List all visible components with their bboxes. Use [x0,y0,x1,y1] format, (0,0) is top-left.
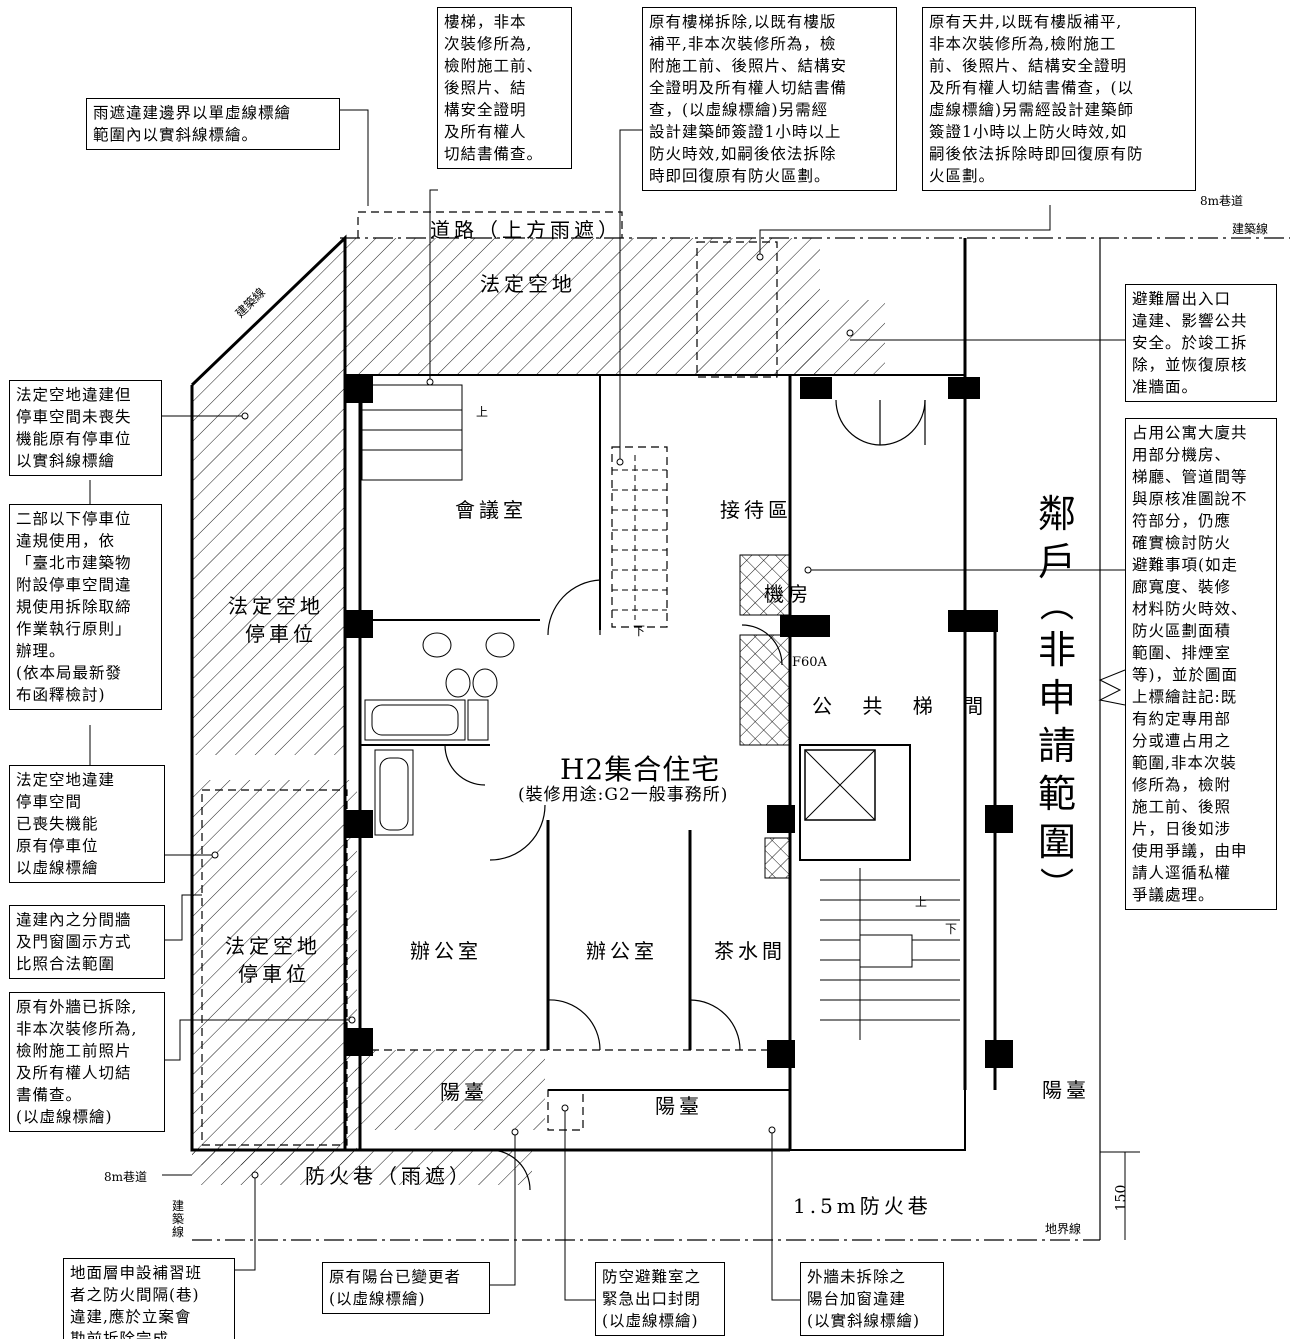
bathroom-fixtures [364,632,515,836]
elevator-car [804,749,876,821]
main-use-title: H2集合住宅 [560,753,721,786]
room-fire-alley-15: 1.5m防火巷 [793,1194,932,1218]
note-common-area: 占用公寓大廈共 用部分機房、 梯廳、管道間等 與原核准圖說不 符部分，仍應 確實… [1125,418,1277,910]
label-up2: 上 [915,895,928,909]
fire-alley-hatch [192,1150,532,1185]
note-shelter-entrance: 避難層出入口 違建、影響公共 安全。於竣工拆 除，並恢復原核 准牆面。 [1125,284,1277,402]
note-atrium: 原有天井,以既有樓版補平, 非本次裝修所為,檢附施工 前、後照片、結構安全證明 … [922,7,1196,191]
dashed-boundaries [201,211,790,1146]
room-fire-alley: 防火巷（雨遮） [305,1164,473,1188]
label-lane-top: 8m巷道 [1200,194,1244,208]
room-balcony3: 陽臺 [1042,1078,1090,1102]
leader-dots [211,253,854,1179]
note-outer-wall: 原有外牆已拆除, 非本次裝修所為, 檢附施工前照片 及所有權人切結 書備查。 (… [9,992,165,1132]
note-partition: 違建內之分間牆 及門窗圖示方式 比照合法範圍 [9,905,165,979]
neighbor-label: 鄰 戶 ︵ 非 申 請 範 圍 ︶ [1032,490,1082,906]
label-lane-left: 8m巷道 [104,1170,148,1184]
lower-parking-outline [201,789,348,1146]
label-up1: 上 [476,405,489,419]
main-use-subtitle: (裝修用途:G2一般事務所) [518,785,729,805]
lower-parking-hatch [192,780,357,1165]
label-down1: 下 [633,624,646,638]
neighbor-char: 申 [1037,676,1076,720]
neighbor-char: 戶 [1037,540,1076,584]
small-shaft-cross [764,837,791,879]
road-canopy-boundary [357,211,623,238]
room-stairwell: 公 共 梯 間 [812,694,996,718]
room-parking2-b: 停車位 [238,962,310,986]
balcony-hatch [355,1050,545,1130]
road-canopy-hatch [345,238,820,375]
note-parking-lost: 法定空地違建 停車空間 已喪失機能 原有停車位 以虛線標繪 [9,765,165,883]
leader-lines [89,109,1140,1301]
room-office1: 辦公室 [410,939,482,963]
room-parking1-a: 法定空地 [228,594,324,618]
stairs [361,384,960,1040]
label-dim150: 150 [1113,1184,1130,1212]
room-meeting: 會議室 [455,498,527,522]
note-balcony-changed: 原有陽台已變更者 (以虛線標繪) [322,1262,490,1314]
neighbor-paren-close: ︶ [1040,866,1074,906]
room-pantry: 茶水間 [714,939,786,963]
label-down2: 下 [945,922,958,936]
room-machine: 機房 [764,582,812,606]
note-stair: 樓梯，非本 次裝修所為, 檢附施工前、 後照片、結 構安全證明 及所有權人 切結… [437,7,572,169]
hatched-illegal-areas [192,238,885,1185]
neighbor-char: 非 [1037,628,1076,672]
left-open-space-hatch [192,238,345,755]
columns [345,375,1013,1068]
room-parking2-a: 法定空地 [225,934,321,958]
entrance-hatch [785,300,885,375]
note-parking-rule: 二部以下停車位 違規使用，依 「臺北市建築物 附設停車空間違 規使用拆除取締 作… [9,504,162,710]
room-reception: 接待區 [720,498,792,522]
removed-stair-treads [612,455,667,620]
shaft-cross [739,634,791,746]
note-canopy-boundary: 雨遮違建邊界以單虛線標繪 範圍內以實斜線標繪。 [86,98,340,150]
room-parking1-b: 停車位 [245,622,317,646]
label-building-line-top: 建築線 [1232,222,1269,236]
room-office2: 辦公室 [586,939,658,963]
label-building-line-left: 建 築 線 [172,1199,185,1239]
neighbor-char: 圍 [1037,820,1076,864]
neighbor-char: 鄰 [1037,492,1076,536]
elevator [799,744,911,861]
note-balcony-window: 外牆未拆除之 陽台加窗違建 (以實斜線標繪) [800,1262,944,1336]
room-open-space: 法定空地 [480,272,576,296]
common-stair-treads [820,868,960,1040]
neighbor-char: 範 [1037,772,1076,816]
doors [444,399,926,1191]
neighbor-paren-open: ︵ [1040,586,1074,626]
room-road: 道路（上方雨遮） [430,218,622,242]
removed-stair-outline [611,446,668,628]
note-shelter-exit: 防空避難室之 緊急出口封閉 (以虛線標繪) [595,1262,725,1336]
reference-lines [192,237,1290,1241]
atrium-outline [696,241,778,378]
note-stair-removed: 原有樓梯拆除,以既有樓版 補平,非本次裝修所為，檢 附施工前、後照片、結構安 全… [642,7,897,191]
note-parking-ok: 法定空地違建但 停車空間未喪失 機能原有停車位 以實斜線標繪 [9,380,162,476]
neighbor-char: 請 [1037,724,1076,768]
note-fire-alley: 地面層申設補習班 者之防火間隔(巷) 違建,應於立案會 勘前拆除完成 [63,1258,235,1339]
label-boundary: 地界線 [1045,1222,1082,1236]
room-balcony1: 陽臺 [440,1080,488,1104]
machine-room-cross [739,554,791,616]
label-f60a: F60A [792,655,827,670]
room-balcony2: 陽臺 [655,1094,703,1118]
